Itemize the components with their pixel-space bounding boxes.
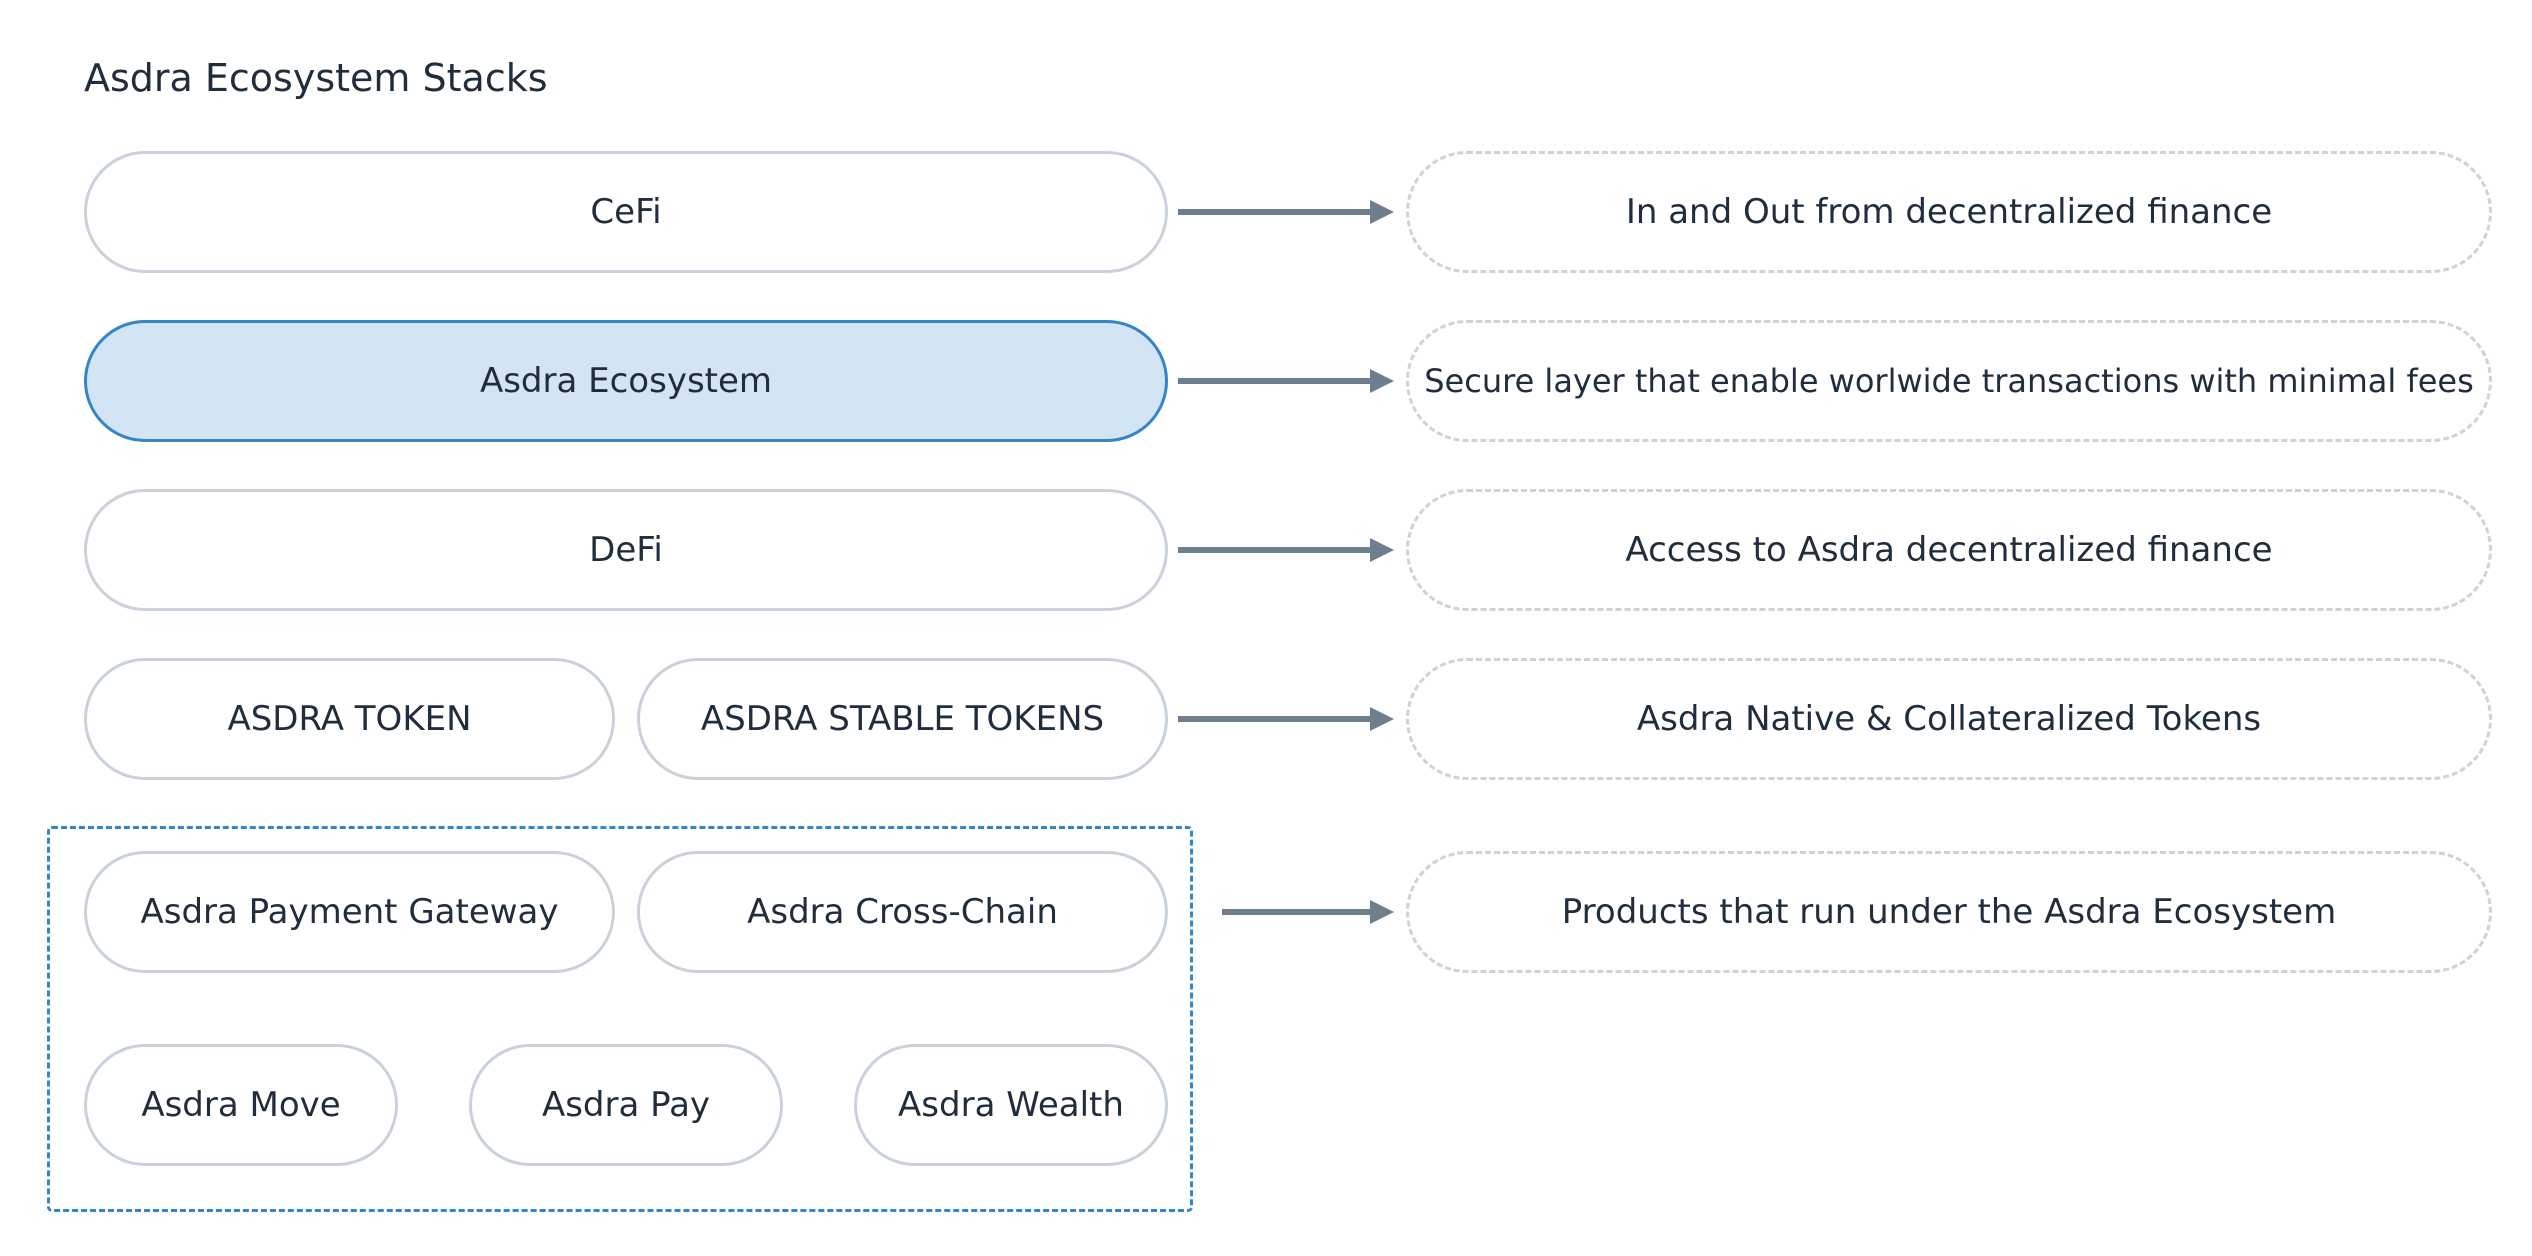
products-description-text: Products that run under the Asdra Ecosys… (1561, 892, 2337, 932)
ecosystem-layer[interactable]: Asdra Ecosystem (84, 320, 1168, 442)
defi-label: DeFi (589, 530, 663, 570)
products-group (47, 826, 1193, 1212)
ecosystem-label: Asdra Ecosystem (479, 361, 773, 401)
asdra-token-label: ASDRA TOKEN (227, 699, 472, 739)
asdra-stable-tokens-label: ASDRA STABLE TOKENS (700, 699, 1105, 739)
cefi-description: In and Out from decentralized finance (1406, 151, 2492, 273)
cefi-layer[interactable]: CeFi (84, 151, 1168, 273)
products-description: Products that run under the Asdra Ecosys… (1406, 851, 2492, 973)
cefi-description-text: In and Out from decentralized finance (1625, 192, 2273, 232)
asdra-move[interactable]: Asdra Move (84, 1044, 398, 1166)
asdra-move-label: Asdra Move (141, 1085, 341, 1125)
defi-description-text: Access to Asdra decentralized finance (1625, 530, 2273, 570)
defi-layer[interactable]: DeFi (84, 489, 1168, 611)
cefi-label: CeFi (590, 192, 662, 232)
cross-chain-label: Asdra Cross-Chain (747, 892, 1058, 932)
ecosystem-arrow-icon (1178, 366, 1396, 396)
asdra-cross-chain[interactable]: Asdra Cross-Chain (637, 851, 1168, 973)
products-arrow-icon (1222, 897, 1396, 927)
asdra-stable-tokens[interactable]: ASDRA STABLE TOKENS (637, 658, 1168, 780)
cefi-arrow-icon (1178, 197, 1396, 227)
defi-arrow-icon (1178, 535, 1396, 565)
tokens-description: Asdra Native & Collateralized Tokens (1406, 658, 2492, 780)
asdra-pay-label: Asdra Pay (541, 1085, 711, 1125)
ecosystem-description-text: Secure layer that enable worlwide transa… (1424, 362, 2474, 400)
asdra-pay[interactable]: Asdra Pay (469, 1044, 783, 1166)
asdra-wealth[interactable]: Asdra Wealth (854, 1044, 1168, 1166)
ecosystem-description: Secure layer that enable worlwide transa… (1406, 320, 2492, 442)
tokens-arrow-icon (1178, 704, 1396, 734)
defi-description: Access to Asdra decentralized finance (1406, 489, 2492, 611)
asdra-payment-gateway[interactable]: Asdra Payment Gateway (84, 851, 615, 973)
tokens-description-text: Asdra Native & Collateralized Tokens (1636, 699, 2262, 739)
asdra-wealth-label: Asdra Wealth (898, 1085, 1124, 1125)
asdra-token[interactable]: ASDRA TOKEN (84, 658, 615, 780)
page-title: Asdra Ecosystem Stacks (84, 56, 548, 100)
payment-gateway-label: Asdra Payment Gateway (140, 892, 559, 932)
